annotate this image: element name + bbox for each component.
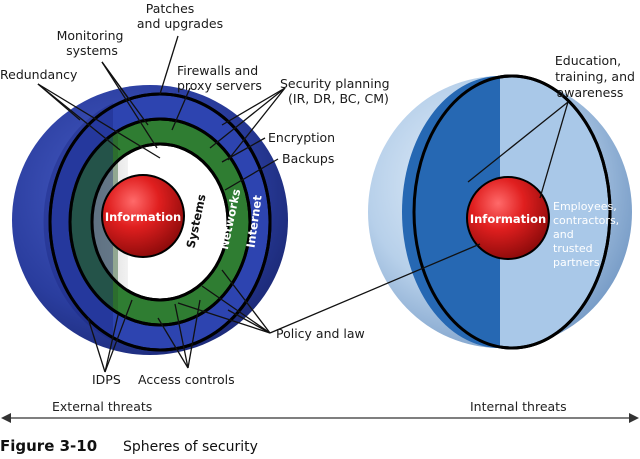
external-threats-label: External threats xyxy=(52,399,152,414)
encryption-label: Encryption xyxy=(268,130,335,145)
figure-title: Spheres of security xyxy=(123,439,258,455)
backups-label: Backups xyxy=(282,151,334,166)
monitoring-label: Monitoring systems xyxy=(57,28,128,58)
threat-axis: External threats Internal threats xyxy=(1,399,639,423)
right-information-core xyxy=(466,176,550,260)
internet-cutaway-shade xyxy=(43,103,113,341)
people-line-1: Employees, xyxy=(553,200,617,213)
information-core xyxy=(101,174,185,258)
figure-caption: Figure 3-10 Spheres of security xyxy=(0,437,258,455)
left-sphere: Information Systems Networks Internet xyxy=(12,85,288,355)
idps-label: IDPS xyxy=(92,372,121,387)
security-planning-label: Security planning (IR, DR, BC, CM) xyxy=(280,76,394,106)
right-sphere: Information Employees, contractors, and … xyxy=(368,74,632,350)
people-line-2: contractors, xyxy=(553,214,619,227)
people-line-4: trusted xyxy=(553,242,593,255)
people-label: Employees, contractors, and trusted part… xyxy=(553,200,623,269)
education-label: Education, training, and awareness xyxy=(555,53,639,100)
callout-labels: Patches and upgrades Monitoring systems … xyxy=(0,1,639,387)
right-arrowhead xyxy=(629,413,639,423)
people-line-3: and xyxy=(553,228,574,241)
redundancy-label: Redundancy xyxy=(0,67,78,82)
firewalls-label: Firewalls and proxy servers xyxy=(177,63,262,93)
internal-threats-label: Internal threats xyxy=(470,399,567,414)
left-information-label: Information xyxy=(105,210,181,224)
access-controls-label: Access controls xyxy=(138,372,235,387)
figure-number: Figure 3-10 xyxy=(0,437,97,455)
policy-law-label: Policy and law xyxy=(276,326,365,341)
leader-lines xyxy=(37,35,569,373)
right-information-label: Information xyxy=(470,212,546,226)
patches-label: Patches and upgrades xyxy=(137,1,223,31)
left-arrowhead xyxy=(1,413,11,423)
people-line-5: partners xyxy=(553,256,600,269)
